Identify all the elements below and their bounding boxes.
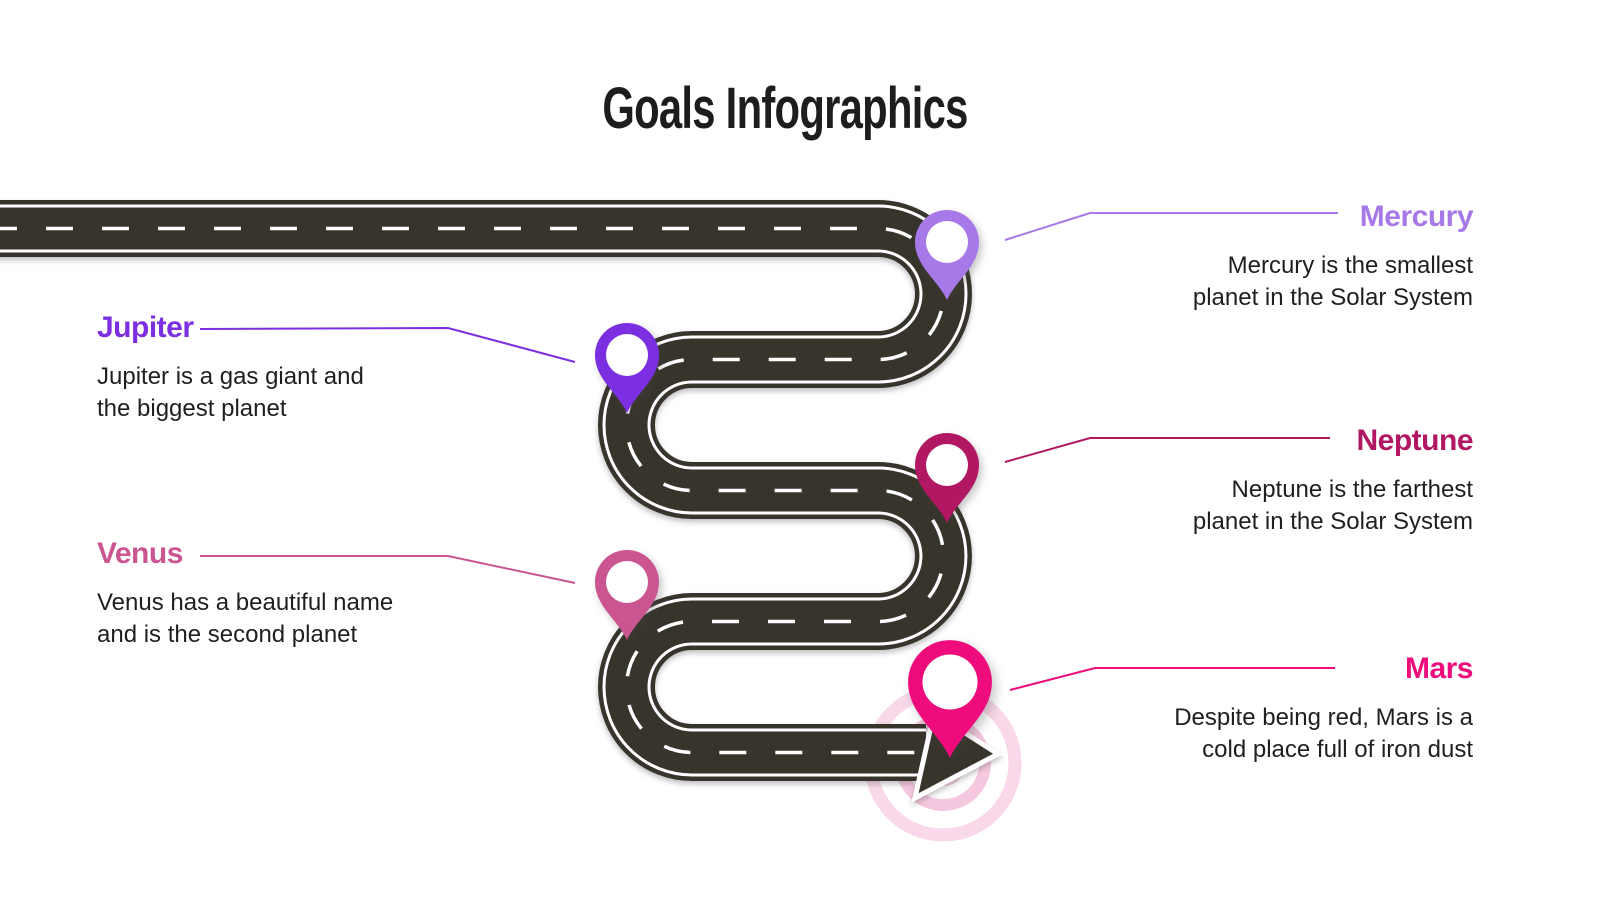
road-center-dashes [0,226,946,755]
pin-hole [606,561,648,603]
pin-hole [922,654,978,710]
planet-label-mercury: Mercury Mercury is the smallest planet i… [1053,200,1474,314]
pin-hole [606,334,648,376]
planet-name-jupiter: Jupiter [97,311,194,344]
planet-name-venus: Venus [97,537,183,570]
planet-label-neptune: Neptune Neptune is the farthest planet i… [1053,424,1474,538]
connector-mars [1009,667,1335,691]
planet-label-mars: Mars Despite being red, Mars is a cold p… [1053,652,1473,766]
map-pin-neptune-icon [915,433,979,523]
planet-description-mercury: Mercury is the smallest planet in the So… [1192,252,1473,311]
map-pin-venus-icon [595,550,659,640]
planet-name-mercury: Mercury [1359,200,1474,233]
page-title: Goals Infographics [602,76,968,141]
connector-venus [200,555,576,584]
connector-neptune [1004,437,1330,463]
planet-label-jupiter: Jupiter Jupiter is a gas giant and the b… [97,311,517,425]
planet-description-venus: Venus has a beautiful name and is the se… [97,589,394,648]
planet-name-neptune: Neptune [1356,424,1474,457]
map-pin-jupiter-icon [595,323,659,413]
pin-hole [926,444,968,486]
planet-description-neptune: Neptune is the farthest planet in the So… [1192,476,1473,535]
planet-description-jupiter: Jupiter is a gas giant and the biggest p… [97,363,364,422]
planet-name-mars: Mars [1404,652,1474,685]
planet-description-mars: Despite being red, Mars is a cold place … [1174,704,1473,763]
pin-hole [926,221,968,263]
map-pin-mercury-icon [915,210,979,300]
planet-label-venus: Venus Venus has a beautiful name and is … [97,537,517,651]
connector-mercury [1004,212,1338,241]
map-pin-mars-icon [908,640,992,758]
connector-jupiter [199,326,576,363]
